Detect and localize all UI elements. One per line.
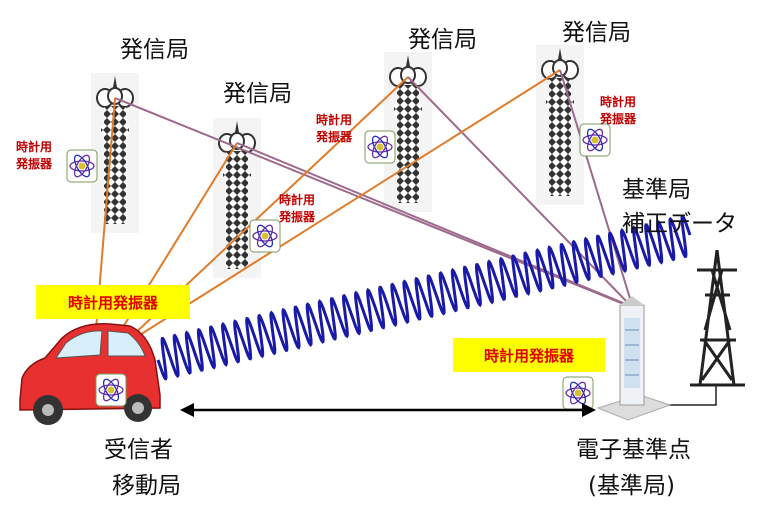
correction-label-1: 基準局 <box>622 177 691 203</box>
transmitter-label: 発信局 <box>408 27 477 53</box>
receiver-label-1: 受信者 <box>104 437 173 463</box>
oscillator-label: 時計用発振器 <box>600 95 637 126</box>
oscillator-icon <box>579 123 611 157</box>
receiver-label-2: 移動局 <box>112 473 181 499</box>
reference-label-1: 電子基準点 <box>576 437 691 463</box>
oscillator-icon <box>95 373 127 407</box>
satellite-signal-to-reference <box>236 142 629 306</box>
transmitter-tower-1 <box>90 72 140 234</box>
correction-label-2: 補正データ <box>622 211 737 237</box>
reference-pylon <box>650 249 745 406</box>
oscillator-label: 時計用発振器 <box>16 140 53 171</box>
transmitter-label: 発信局 <box>562 20 631 46</box>
oscillator-icon <box>249 219 281 253</box>
correction-data-wave <box>156 214 692 381</box>
electronic-reference-point <box>596 296 672 421</box>
oscillator-label: 時計用発振器 <box>316 113 353 144</box>
reference-oscillator-box: 時計用発振器 <box>453 338 605 372</box>
car-mobile-station <box>19 323 161 425</box>
signal-lines <box>94 69 633 343</box>
oscillator-label: 時計用発振器 <box>279 193 316 224</box>
oscillator-icon <box>562 376 594 410</box>
reference-label-2: (基準局) <box>588 473 675 499</box>
satellite-signal-to-reference <box>114 97 627 306</box>
satellite-signal-to-car <box>134 69 561 339</box>
transmitter-label: 発信局 <box>120 37 189 63</box>
oscillator-icon <box>364 130 396 164</box>
oscillator-icon <box>66 149 98 183</box>
car-oscillator-box: 時計用発振器 <box>36 285 190 319</box>
distance-arrow <box>180 403 596 417</box>
transmitter-label: 発信局 <box>223 81 292 107</box>
satellite-signal-to-reference <box>559 69 633 306</box>
satellite-signal-to-reference <box>407 76 631 306</box>
